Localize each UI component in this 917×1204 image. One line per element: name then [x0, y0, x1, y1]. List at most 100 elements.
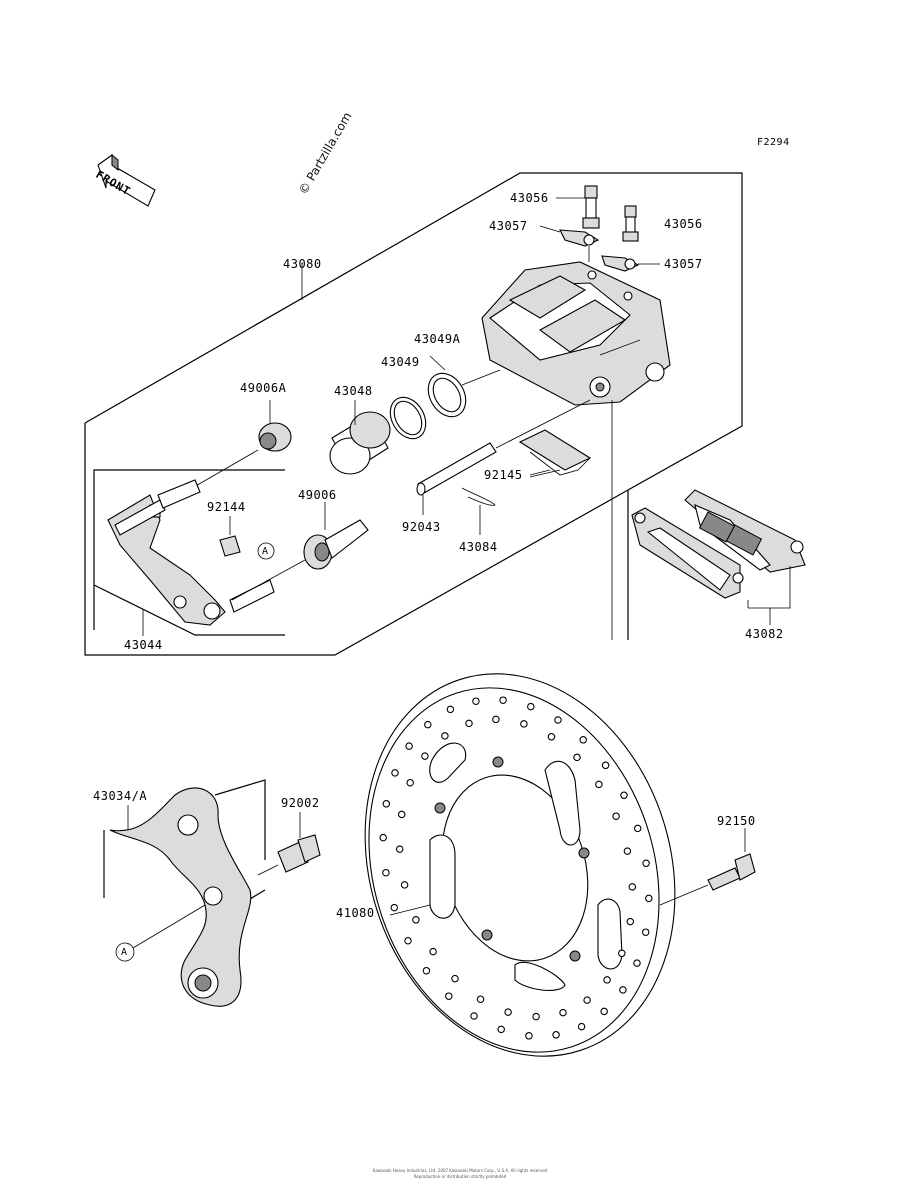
- vent-hole: [379, 833, 387, 842]
- vent-hole: [527, 702, 535, 711]
- vent-hole: [520, 720, 528, 728]
- vent-hole: [400, 881, 409, 889]
- boot: [179, 400, 292, 496]
- part-label-92150[interactable]: 92150: [717, 814, 756, 828]
- vent-hole: [397, 810, 406, 819]
- part-label-92002[interactable]: 92002: [281, 796, 320, 810]
- vent-hole: [422, 966, 431, 975]
- vent-hole: [618, 949, 626, 958]
- vent-hole: [559, 1008, 567, 1017]
- pad-spring: [518, 429, 592, 476]
- vent-hole: [595, 780, 603, 789]
- part-label-43049[interactable]: 43049: [381, 355, 420, 369]
- part-label-43082[interactable]: 43082: [745, 627, 784, 641]
- figure-id: F2294: [757, 137, 790, 148]
- leader-lines: [429, 355, 561, 478]
- bleed-valve: [556, 185, 639, 242]
- vent-hole: [619, 986, 627, 994]
- vent-hole: [472, 697, 480, 705]
- caliper-mount-bracket: [103, 779, 266, 1007]
- disc-vent-holes: [379, 696, 653, 1040]
- brake-pad-outer: [631, 507, 791, 625]
- vent-hole: [424, 720, 432, 729]
- vent-hole: [465, 719, 473, 728]
- vent-hole: [405, 742, 413, 750]
- vent-hole: [626, 917, 635, 926]
- vent-hole: [603, 976, 611, 984]
- vent-hole: [504, 1008, 512, 1016]
- vent-hole: [573, 753, 581, 762]
- piston: [329, 400, 391, 475]
- vent-hole: [620, 791, 628, 800]
- vent-hole: [390, 903, 399, 912]
- part-label-43057-b[interactable]: 43057: [664, 257, 703, 271]
- vent-hole: [525, 1032, 533, 1040]
- part-label-43049A[interactable]: 43049A: [414, 332, 461, 346]
- vent-hole: [395, 845, 404, 853]
- footer-copyright: Kawasaki Heavy Industries, Ltd. 2007 Kaw…: [372, 1168, 548, 1173]
- vent-hole: [499, 696, 507, 704]
- vent-hole: [600, 1007, 608, 1016]
- vent-hole: [642, 859, 650, 868]
- vent-hole: [382, 800, 391, 808]
- vent-hole: [446, 705, 455, 714]
- bleed-valve-cap: [539, 225, 660, 272]
- vent-hole: [641, 928, 650, 936]
- part-label-92145[interactable]: 92145: [484, 468, 523, 482]
- ref-mark-a-2: A: [121, 947, 128, 958]
- pin-clip: [461, 487, 496, 535]
- vent-hole: [645, 894, 653, 903]
- vent-hole: [429, 947, 437, 956]
- vent-hole: [628, 883, 637, 891]
- vent-hole: [547, 733, 556, 741]
- vent-hole: [421, 752, 429, 760]
- disc-bolt: [659, 828, 756, 906]
- part-label-43044[interactable]: 43044: [124, 638, 163, 652]
- vent-hole: [476, 995, 485, 1003]
- vent-hole: [577, 1022, 586, 1031]
- part-label-43080[interactable]: 43080: [283, 257, 322, 271]
- caliper-bracket: [93, 469, 285, 636]
- vent-hole: [633, 824, 642, 833]
- part-label-92144[interactable]: 92144: [207, 500, 246, 514]
- ref-mark-a-circle-2: [115, 942, 135, 962]
- vent-hole: [412, 916, 420, 924]
- part-label-49006[interactable]: 49006: [298, 488, 337, 502]
- brake-pad-inner: [684, 489, 806, 573]
- part-label-43084[interactable]: 43084: [459, 540, 498, 554]
- vent-hole: [470, 1012, 478, 1020]
- vent-hole: [492, 715, 500, 724]
- part-label-43034A[interactable]: 43034/A: [93, 789, 148, 803]
- vent-hole: [633, 959, 641, 967]
- vent-hole: [601, 761, 610, 770]
- part-label-41080[interactable]: 41080: [336, 906, 375, 920]
- part-label-43057-a[interactable]: 43057: [489, 219, 528, 233]
- vent-hole: [406, 778, 414, 787]
- vent-hole: [497, 1025, 505, 1034]
- pad-pin: [416, 399, 591, 515]
- part-label-92043[interactable]: 92043: [402, 520, 441, 534]
- slide-pin-boot: [231, 502, 369, 601]
- footer-notice: Reproduction or distribution strictly pr…: [413, 1174, 507, 1179]
- vent-hole: [451, 974, 459, 983]
- part-label-49006A[interactable]: 49006A: [240, 381, 287, 395]
- part-label-43056-b[interactable]: 43056: [664, 217, 703, 231]
- caliper-assembly-outline: [84, 172, 743, 656]
- part-label-43056-a[interactable]: 43056: [510, 191, 549, 205]
- front-arrow-icon: [97, 153, 156, 207]
- vent-hole: [532, 1012, 540, 1021]
- brake-disc: [364, 673, 676, 1057]
- vent-hole: [579, 736, 587, 744]
- vent-hole: [623, 847, 632, 855]
- vent-hole: [441, 732, 449, 740]
- ref-mark-a: A: [262, 546, 269, 557]
- vent-hole: [612, 812, 620, 820]
- part-label-43048[interactable]: 43048: [334, 384, 373, 398]
- vent-hole: [404, 936, 412, 945]
- vent-hole: [445, 992, 453, 1000]
- vent-hole: [583, 996, 591, 1004]
- vent-hole: [552, 1031, 560, 1039]
- vent-hole: [382, 868, 390, 877]
- vent-hole: [391, 769, 399, 777]
